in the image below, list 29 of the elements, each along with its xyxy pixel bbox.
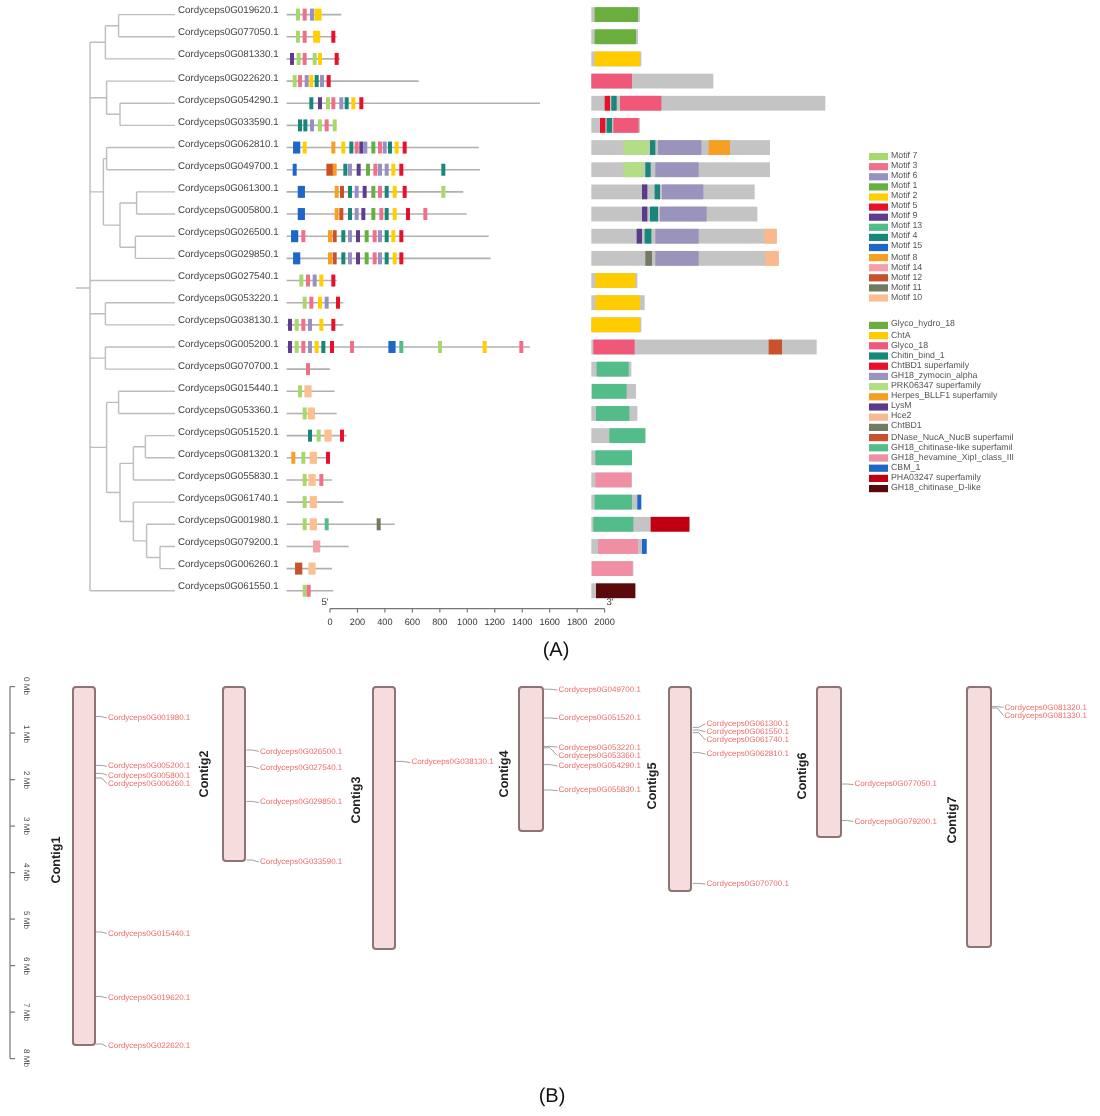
leader-line — [692, 882, 706, 885]
leader-line — [543, 789, 558, 792]
leader-line — [543, 717, 558, 720]
leader-line — [95, 764, 108, 767]
leader-line — [245, 859, 260, 863]
panel-label: (B) — [538, 1087, 566, 1107]
leader-line — [692, 752, 706, 755]
leader-line — [95, 777, 108, 785]
leader-line — [692, 732, 706, 741]
leader-line — [95, 716, 108, 719]
leader-line — [840, 783, 854, 786]
leader-line — [95, 772, 108, 776]
panel-label: (A) — [542, 641, 570, 661]
leader-line — [692, 729, 706, 733]
leader-line — [95, 1043, 108, 1048]
leader-line — [543, 747, 558, 757]
leader-line — [95, 996, 108, 999]
leader-line — [990, 706, 1004, 708]
leader-line — [543, 745, 558, 748]
leader-line — [543, 764, 558, 767]
leader-line — [692, 723, 706, 728]
leader-line — [395, 760, 411, 764]
leader-line — [245, 749, 260, 752]
leader-line — [95, 931, 108, 934]
leader-line — [990, 707, 1004, 717]
leader-line — [245, 800, 260, 804]
leader-line — [840, 820, 854, 822]
leader-line — [543, 688, 558, 691]
leader-line — [245, 766, 260, 770]
